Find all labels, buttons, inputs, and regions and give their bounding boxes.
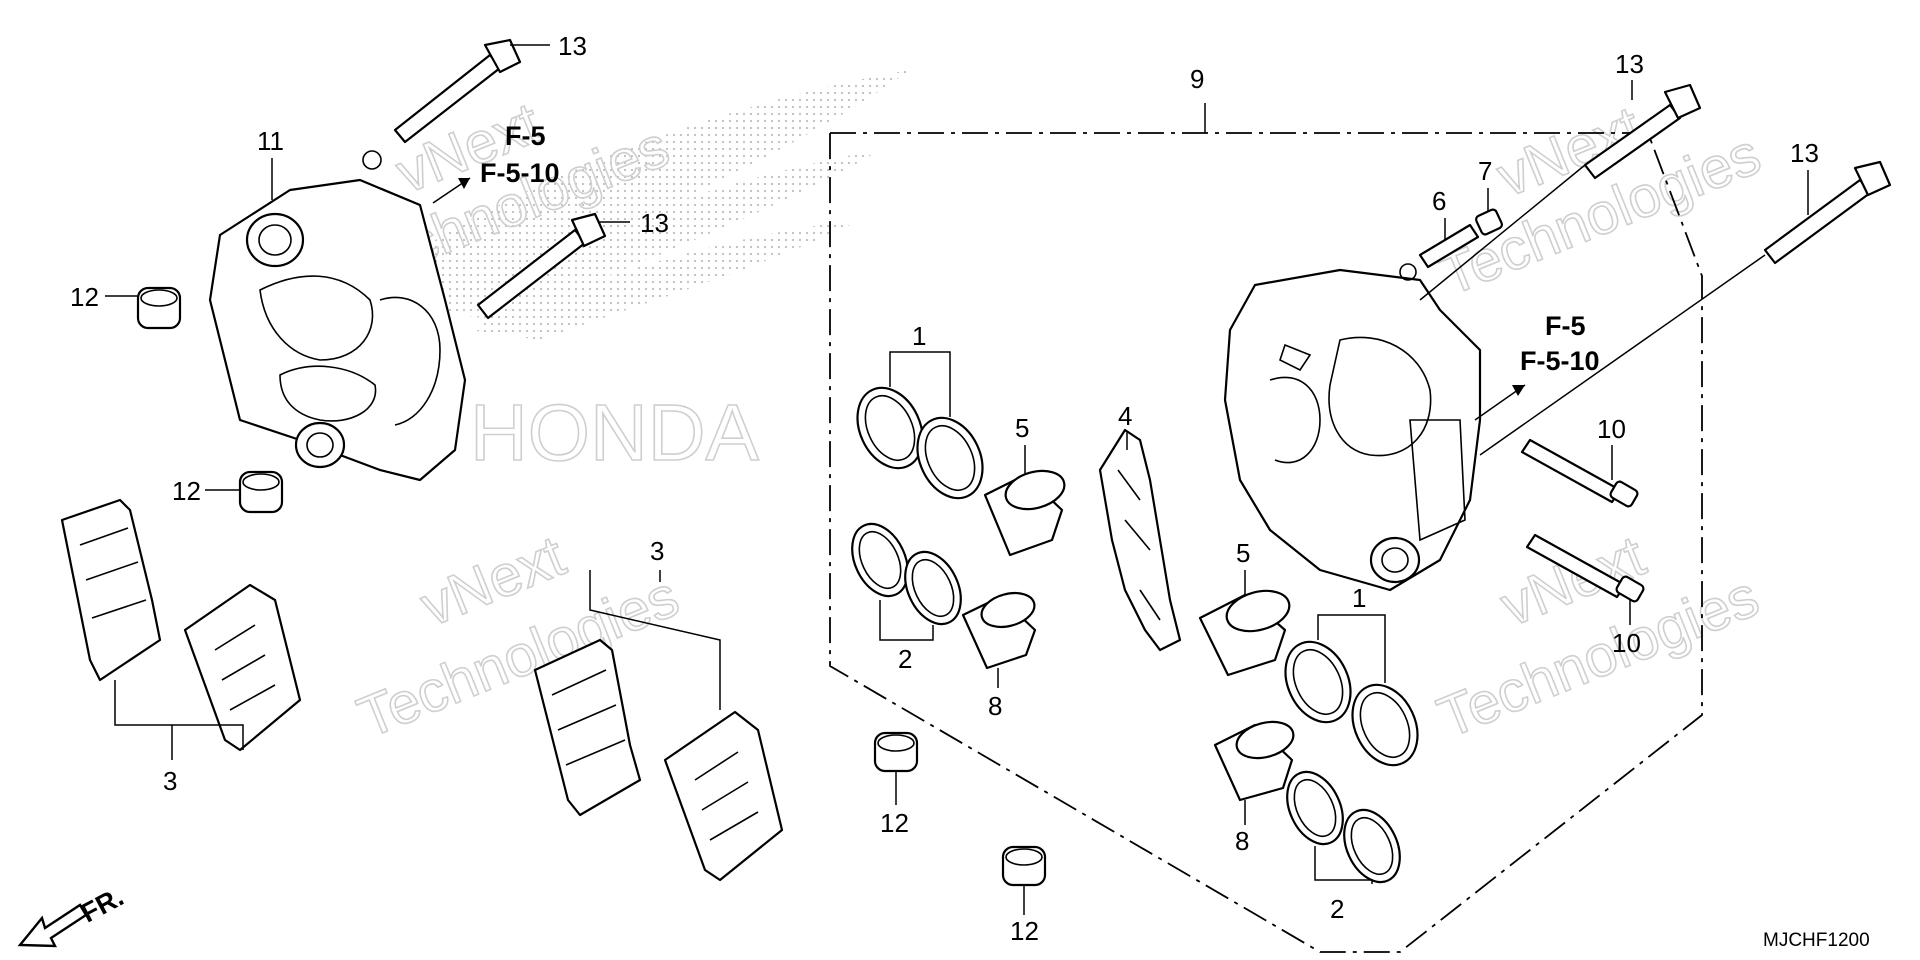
left-caliper-body[interactable] (208, 150, 467, 482)
callout-labels: 13 13 13 13 11 9 12 12 12 12 1 1 2 2 3 3… (70, 31, 1819, 946)
callout-7: 7 (1478, 156, 1492, 186)
callout-3-a: 3 (163, 766, 177, 796)
bleeder-screw-6[interactable] (1418, 223, 1480, 269)
collar-12-c[interactable] (873, 731, 919, 773)
callout-1-b: 1 (1352, 583, 1366, 613)
callout-8-b: 8 (1235, 826, 1249, 856)
callout-10-b: 10 (1612, 628, 1641, 658)
bleeder-cap-7[interactable] (1475, 208, 1503, 236)
dust-seal-2-c[interactable] (1276, 763, 1353, 853)
callout-12-b: 12 (172, 476, 201, 506)
piston-5-a[interactable] (983, 465, 1069, 557)
callout-12-a: 12 (70, 282, 99, 312)
piston-8-a[interactable] (961, 588, 1038, 670)
pad-spring-4[interactable] (1098, 428, 1182, 652)
dust-seal-2-a[interactable] (841, 515, 918, 605)
brand-watermark-top-right: vNext Technologies (1430, 93, 1770, 309)
callout-13-mid-left: 13 (640, 208, 669, 238)
front-arrow-icon (17, 903, 88, 948)
dust-seal-2-d[interactable] (1333, 801, 1410, 891)
callout-5-b: 5 (1236, 538, 1250, 568)
bolt-13-top-right[interactable] (1583, 83, 1702, 180)
bolt-13-far-right[interactable] (1763, 160, 1892, 265)
diagram-code: MJCHF1200 (1763, 930, 1870, 951)
callout-6: 6 (1432, 186, 1446, 216)
reference-right-line1: F-5 (1545, 311, 1586, 341)
callout-8-a: 8 (988, 691, 1002, 721)
pad-pin-10-upper[interactable] (1520, 438, 1639, 508)
reference-right: F-5 F-5-10 (1520, 311, 1600, 376)
callout-11: 11 (257, 126, 284, 156)
caliper-assembly-outline (829, 132, 1703, 953)
callout-13-far-right: 13 (1790, 138, 1819, 168)
callout-12-d: 12 (1010, 916, 1039, 946)
piston-5-b[interactable] (1198, 584, 1294, 677)
piston-seal-1-a[interactable] (845, 377, 935, 478)
brake-pad-mid-outer[interactable] (533, 638, 642, 817)
front-label: FR. (76, 882, 128, 929)
leader-lines (105, 44, 1809, 915)
collar-12-d[interactable] (1001, 845, 1047, 887)
callout-13-top-right: 13 (1615, 49, 1644, 79)
bolt-13-mid-left[interactable] (476, 212, 607, 320)
callout-1-a: 1 (912, 321, 926, 351)
callout-10-a: 10 (1597, 414, 1626, 444)
callout-12-c: 12 (880, 808, 909, 838)
reference-left-line2: F-5-10 (480, 158, 560, 188)
front-direction-indicator: FR. (17, 882, 129, 948)
brake-pad-mid-inner[interactable] (663, 710, 784, 882)
reference-left: F-5 F-5-10 (480, 121, 560, 188)
callout-3-b: 3 (650, 536, 664, 566)
callout-2-b: 2 (1330, 894, 1344, 924)
piston-seal-1-b[interactable] (905, 407, 995, 508)
reference-left-line1: F-5 (505, 121, 546, 151)
right-caliper-body[interactable] (1223, 263, 1482, 592)
bolt-13-top-left[interactable] (393, 38, 522, 144)
callout-5-a: 5 (1015, 413, 1029, 443)
honda-logo-text: HONDA (470, 388, 760, 477)
callout-2-a: 2 (898, 644, 912, 674)
piston-seal-1-d[interactable] (1340, 674, 1430, 775)
collar-12-b[interactable] (238, 470, 284, 514)
pad-pin-10-lower[interactable] (1525, 533, 1645, 603)
callout-4: 4 (1118, 401, 1132, 431)
callout-13-top-left: 13 (558, 31, 587, 61)
brake-pad-left-outer[interactable] (60, 498, 162, 682)
piston-8-b[interactable] (1213, 716, 1297, 802)
honda-logo-watermark: HONDA (360, 70, 910, 478)
piston-seal-1-c[interactable] (1273, 631, 1363, 732)
reference-right-line2: F-5-10 (1520, 346, 1600, 376)
collar-12-a[interactable] (136, 286, 182, 330)
dust-seal-2-b[interactable] (894, 543, 971, 633)
callout-9: 9 (1190, 64, 1204, 94)
brake-pad-left-inner[interactable] (183, 583, 302, 752)
